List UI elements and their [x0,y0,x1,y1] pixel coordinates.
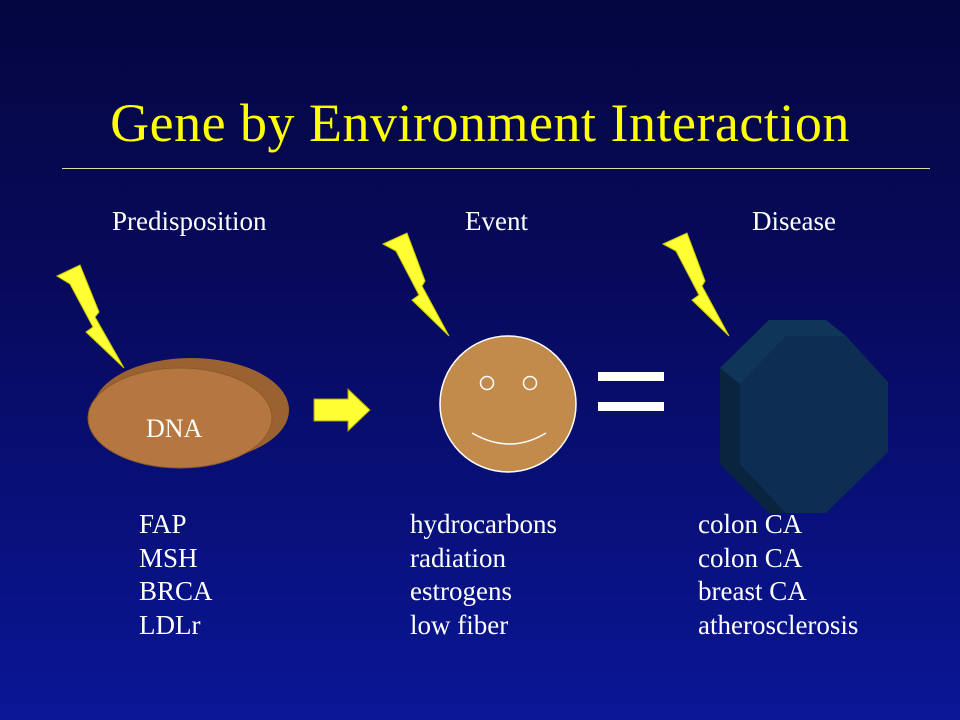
smiley-face-icon [439,335,577,473]
list-item: estrogens [410,576,512,606]
dna-label: DNA [146,414,203,443]
lightning-bolt-icon [381,232,450,337]
list-item: LDLr [139,609,201,640]
slide-title: Gene by Environment Interaction [110,93,850,153]
list-item: colon CA [698,509,803,539]
event-list: hydrocarbons radiation estrogens low fib… [410,508,557,642]
heading-event: Event [465,206,528,236]
octagon-icon [720,320,888,513]
list-item: hydrocarbons [410,509,557,539]
list-item: radiation [410,542,506,573]
heading-disease: Disease [752,206,836,236]
lightning-bolt-icon [661,232,730,337]
title-divider [62,168,930,169]
list-item: atherosclerosis [698,609,859,640]
list-item: BRCA [139,576,213,606]
list-item: low fiber [410,609,509,640]
list-item: FAP [139,509,187,539]
predisposition-list: FAP MSH BRCA LDLr [139,508,213,642]
lightning-bolt-icon [55,264,125,369]
dna-disc-icon [87,358,289,469]
equals-sign-icon [598,372,664,411]
disease-list: colon CA colon CA breast CA atherosclero… [698,508,858,642]
heading-predisposition: Predisposition [112,206,267,236]
list-item: colon CA [698,542,803,573]
list-item: MSH [139,542,198,573]
list-item: breast CA [698,576,807,606]
right-arrow-icon [313,387,371,433]
